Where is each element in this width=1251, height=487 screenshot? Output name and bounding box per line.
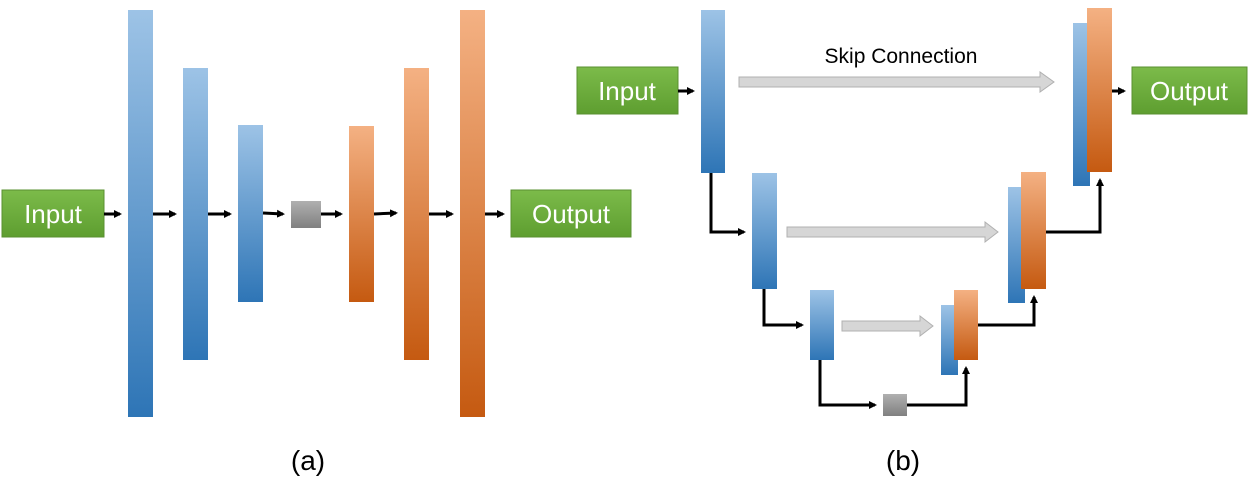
output-label-a: Output xyxy=(532,199,611,229)
caption-a: (a) xyxy=(291,445,325,476)
output-label-b: Output xyxy=(1150,76,1229,106)
bottleneck-block-a xyxy=(291,201,321,228)
caption-b: (b) xyxy=(886,445,920,476)
decoder-block-b-1 xyxy=(941,290,978,375)
decoder-block-b-2 xyxy=(1008,172,1046,303)
encoder-block-b-2 xyxy=(752,173,777,289)
decoder-block-b-3 xyxy=(1073,8,1112,186)
decoder-block-a-1 xyxy=(349,126,374,302)
encoder-block-a-2 xyxy=(183,68,208,360)
encoder-block-b-1 xyxy=(701,10,725,173)
decoder-block-a-3 xyxy=(460,10,485,417)
input-box-a: Input xyxy=(1,189,105,238)
encoder-block-b-3 xyxy=(810,290,834,360)
encoder-block-a-3 xyxy=(238,125,263,302)
input-label-a: Input xyxy=(24,199,83,229)
skip-arrow-3 xyxy=(841,314,934,338)
output-box-b: Output xyxy=(1131,66,1248,115)
flow-arrows-a xyxy=(104,209,505,218)
skip-arrow-1 xyxy=(738,71,1055,93)
decoder-block-a-2 xyxy=(404,68,429,360)
diagram-b: Input Output xyxy=(576,8,1248,476)
input-label-b: Input xyxy=(598,76,657,106)
bottleneck-block-b xyxy=(883,394,907,416)
encoder-block-a-1 xyxy=(128,10,153,417)
skip-arrow-2 xyxy=(786,220,999,244)
skip-connection-label: Skip Connection xyxy=(825,45,978,68)
input-box-b: Input xyxy=(576,66,679,115)
flow-arrows-b xyxy=(678,87,1126,409)
output-box-a: Output xyxy=(510,189,632,238)
diagram-a: Input Output (a) xyxy=(1,10,632,476)
